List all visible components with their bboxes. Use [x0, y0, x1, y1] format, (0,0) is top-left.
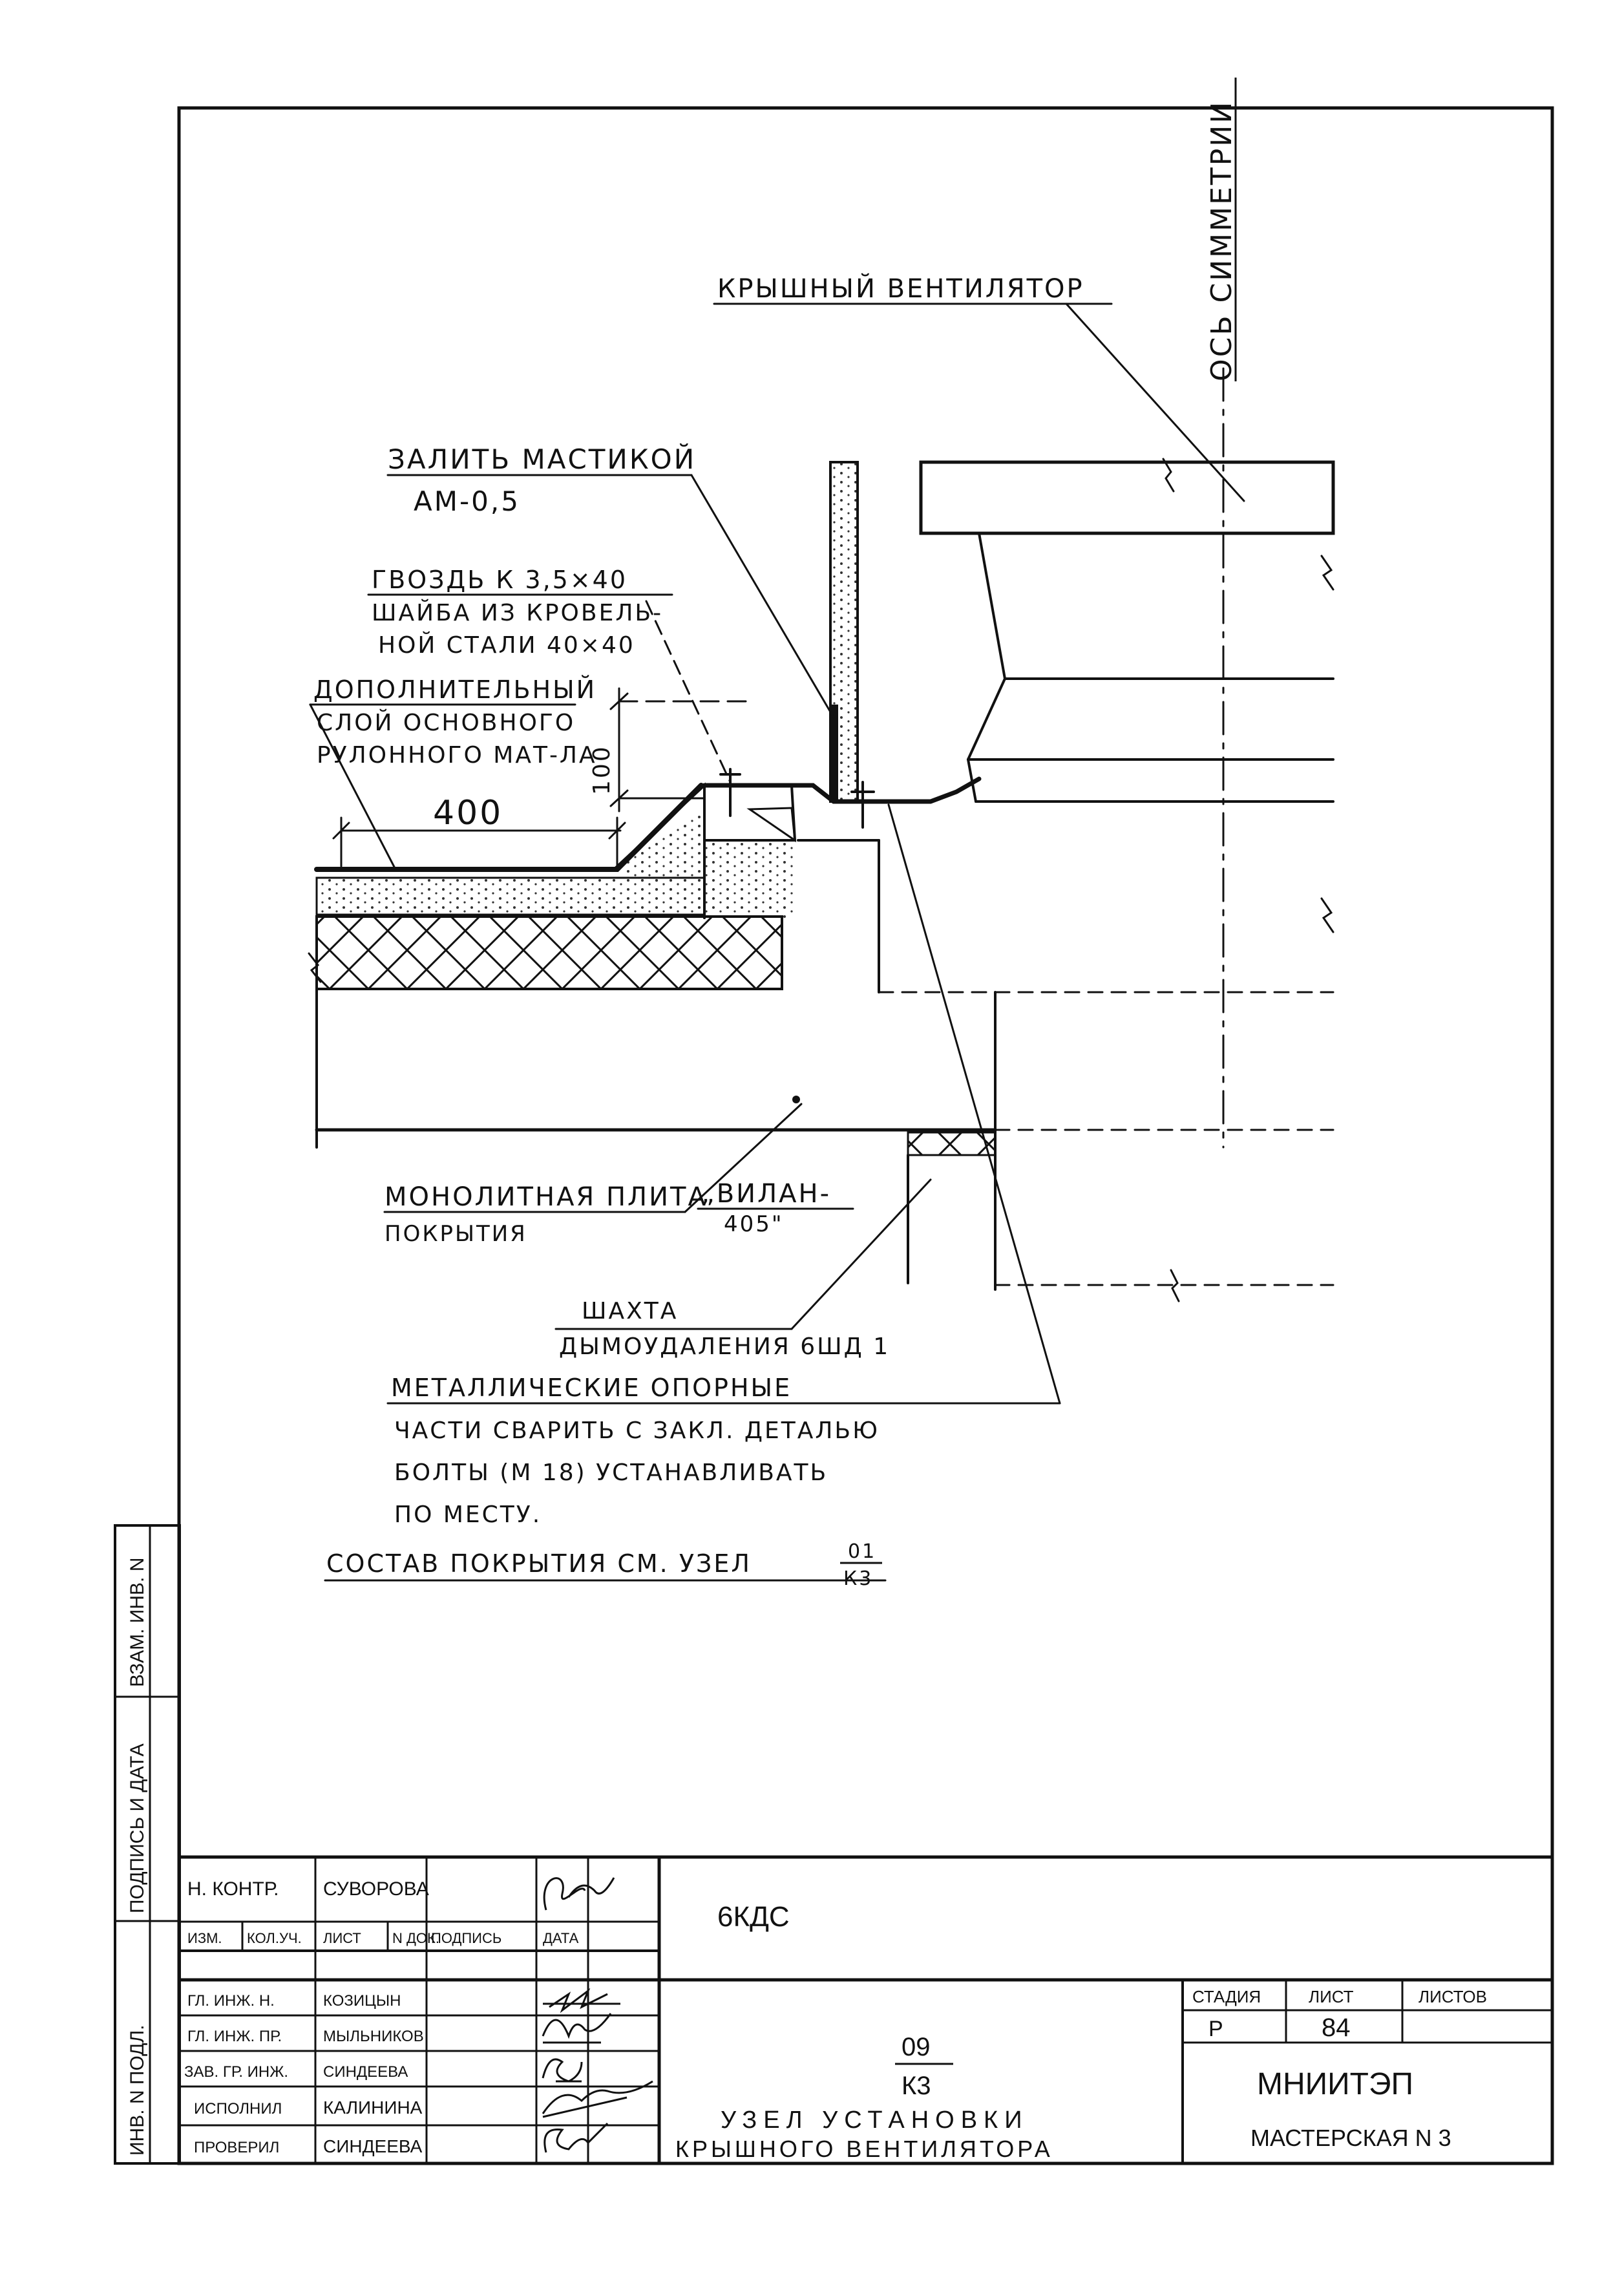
- extra-layer-label-2: СЛОЙ ОСНОВНОГО: [317, 709, 575, 736]
- dimension-100: 100: [589, 745, 615, 795]
- signature-performer: [542, 2080, 653, 2118]
- dimension-400: 400: [433, 794, 503, 833]
- side-stamp-replace-inv: ВЗАМ. ИНВ. N: [127, 1558, 148, 1687]
- sheets-label: ЛИСТОВ: [1418, 1987, 1487, 2006]
- insulation-layer: [315, 915, 783, 990]
- stage-value: Р: [1208, 2017, 1223, 2041]
- mastic-label-1: ЗАЛИТЬ МАСТИКОЙ: [388, 443, 696, 475]
- signature-chief-project-engineer: [542, 2013, 612, 2044]
- node-series: К3: [902, 2072, 931, 2100]
- roof-composition-ref-den: К3: [843, 1567, 873, 1590]
- role-row-3: ЗАВ. ГР. ИНЖ.: [184, 2063, 288, 2081]
- symmetry-axis-label: ОСЬ СИММЕТРИИ: [1205, 100, 1238, 381]
- roof-composition-label: СОСТАВ ПОКРЫТИЯ СМ. УЗЕЛ: [326, 1549, 752, 1578]
- col-header-doc: N ДОК.: [392, 1930, 439, 1946]
- sheet-label: ЛИСТ: [1309, 1987, 1354, 2006]
- col-header-izm: ИЗМ.: [187, 1930, 222, 1946]
- metal-parts-label-1: МЕТАЛЛИЧЕСКИЕ ОПОРНЫЕ: [391, 1374, 792, 1402]
- organization-name: МНИИТЭП: [1257, 2067, 1413, 2101]
- side-stamp-frame: [114, 1524, 181, 2165]
- vilan-label-2: 405": [724, 1211, 784, 1237]
- metal-parts-label-4: ПО МЕСТУ.: [394, 1502, 542, 1528]
- stage-label: СТАДИЯ: [1192, 1987, 1261, 2006]
- side-stamp-sign-date: ПОДПИСЬ И ДАТА: [127, 1743, 148, 1913]
- shaft-label-2: ДЫМОУДАЛЕНИЯ 6ШД 1: [559, 1333, 890, 1360]
- col-header-date: ДАТА: [543, 1930, 579, 1946]
- nail-label-1: ГВОЗДЬ К 3,5×40: [372, 566, 627, 594]
- nail-label-2: ШАЙБА ИЗ КРОВЕЛЬ-: [372, 599, 663, 626]
- signature-checker: [543, 2122, 609, 2153]
- name-row-3: СИНДЕЕВА: [323, 2063, 408, 2081]
- project-code: 6КДС: [717, 1901, 790, 1933]
- extra-layer-label-1: ДОПОЛНИТЕЛЬНЫЙ: [313, 675, 596, 704]
- col-header-kol: КОЛ.УЧ.: [247, 1930, 302, 1946]
- col-header-sheet: ЛИСТ: [323, 1930, 361, 1946]
- name-row-5: СИНДЕЕВА: [323, 2136, 423, 2156]
- sheet-value: 84: [1322, 2013, 1351, 2042]
- fan-housing-top: [919, 460, 1335, 535]
- drawing-frame: [177, 106, 1554, 2165]
- col-header-sign: ПОДПИСЬ: [431, 1930, 501, 1946]
- nail-label-3: НОЙ СТАЛИ 40×40: [378, 632, 635, 659]
- roof-fan-label: КРЫШНЫЙ ВЕНТИЛЯТОР: [717, 273, 1084, 304]
- metal-parts-label-2: ЧАСТИ СВАРИТЬ С ЗАКЛ. ДЕТАЛЬЮ: [394, 1418, 880, 1444]
- mastic-label-2: АМ-0,5: [414, 485, 520, 517]
- role-row-4: ИСПОЛНИЛ: [194, 2100, 282, 2118]
- name-row-2: МЫЛЬНИКОВ: [323, 2028, 424, 2045]
- node-number: 09: [902, 2033, 931, 2061]
- role-row-1: ГЛ. ИНЖ. Н.: [187, 1992, 275, 2010]
- role-row-5: ПРОВЕРИЛ: [194, 2139, 279, 2156]
- vilan-gasket: [907, 1131, 997, 1156]
- name-row-1: КОЗИЦЫН: [323, 1992, 401, 2010]
- norm-control-name: СУВОРОВА: [323, 1878, 429, 1900]
- title-block: [180, 1855, 1552, 2163]
- metal-parts-label-3: БОЛТЫ (М 18) УСТАНАВЛИВАТЬ: [394, 1460, 828, 1486]
- signature-group-head: [542, 2058, 583, 2083]
- norm-control-role: Н. КОНТР.: [187, 1878, 279, 1900]
- signatures: [542, 1877, 653, 2153]
- workshop-name: МАСТЕРСКАЯ N 3: [1250, 2125, 1451, 2151]
- slab-label-1: МОНОЛИТНАЯ ПЛИТА: [385, 1182, 708, 1212]
- title-line-1: УЗЕЛ УСТАНОВКИ: [721, 2107, 1029, 2134]
- signature-norm-control: [543, 1877, 615, 1911]
- signature-chief-engineer: [543, 1988, 620, 2013]
- detail-drawing: [308, 303, 1335, 1582]
- name-row-4: КАЛИНИНА: [323, 2097, 423, 2118]
- slab-label-2: ПОКРЫТИЯ: [385, 1221, 527, 1247]
- side-stamp-inv-orig: ИНВ. N ПОДЛ.: [127, 2025, 148, 2156]
- title-line-2: КРЫШНОГО ВЕНТИЛЯТОРА: [675, 2136, 1053, 2162]
- role-row-2: ГЛ. ИНЖ. ПР.: [187, 2028, 282, 2045]
- vilan-label-1: „ВИЛАН-: [701, 1179, 831, 1209]
- extra-layer-label-3: РУЛОННОГО МАТ-ЛА: [317, 742, 597, 769]
- roof-composition-ref-num: 01: [848, 1540, 876, 1563]
- shaft-label-1: ШАХТА: [582, 1298, 678, 1324]
